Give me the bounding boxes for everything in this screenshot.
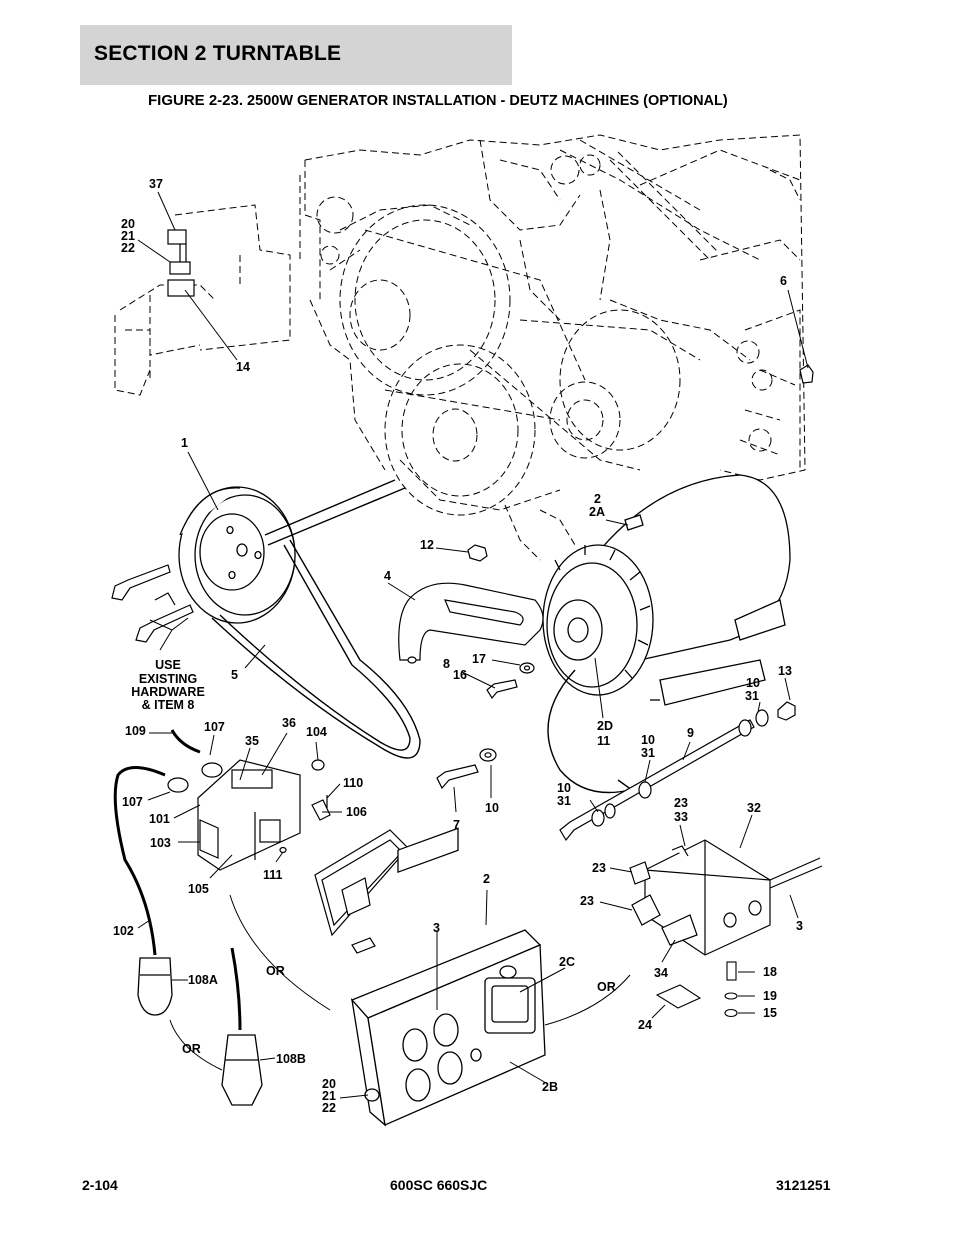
callout-6: 6 <box>780 274 787 288</box>
figure-title: 2500W GENERATOR INSTALLATION - DEUTZ MAC… <box>243 93 728 109</box>
cables <box>113 729 242 1031</box>
drive-belt <box>211 479 421 759</box>
callout-111: 111 <box>263 868 283 882</box>
adjusting-bracket <box>398 582 544 664</box>
callout-10: 10 <box>746 676 760 690</box>
frame-mount-detail <box>114 204 291 396</box>
callout-5: 5 <box>231 668 238 682</box>
note-use: USE <box>155 658 181 672</box>
callout-14: 14 <box>236 360 250 374</box>
callout-10-mid: 10 <box>641 733 655 747</box>
callout-109: 109 <box>125 724 146 738</box>
alternative-arcs <box>169 894 631 1071</box>
control-box-cover <box>314 829 409 954</box>
callout-34: 34 <box>654 966 668 980</box>
callout-13: 13 <box>778 664 792 678</box>
callout-103: 103 <box>150 836 171 850</box>
callout-21: 21 <box>121 229 135 243</box>
callout-2: 2 <box>594 492 601 506</box>
callout-21-panel: 21 <box>322 1089 336 1103</box>
callout-31: 31 <box>745 689 759 703</box>
callout-108B: 108B <box>276 1052 306 1066</box>
bracket-hardware <box>486 662 535 700</box>
callout-10-left: 10 <box>557 781 571 795</box>
nut-12 <box>467 544 488 562</box>
callout-20: 20 <box>121 217 135 231</box>
callout-12: 12 <box>420 538 434 552</box>
callout-36: 36 <box>282 716 296 730</box>
receptacle-panel <box>350 827 546 1127</box>
bolt-7-washer <box>436 748 497 790</box>
callout-101: 101 <box>149 812 170 826</box>
junction-box <box>629 839 823 956</box>
callout-3-panel: 3 <box>433 921 440 935</box>
callout-2-panel: 2 <box>483 872 490 886</box>
callout-18: 18 <box>763 965 777 979</box>
pulley-bolts <box>111 564 194 643</box>
control-box <box>167 759 331 871</box>
label-or-left: OR <box>266 964 285 978</box>
callout-9: 9 <box>687 726 694 740</box>
callout-4: 4 <box>384 569 391 583</box>
callout-107-top: 107 <box>204 720 225 734</box>
callout-2B: 2B <box>542 1080 558 1094</box>
callout-106: 106 <box>346 805 367 819</box>
note-item-8: & ITEM 8 <box>142 698 195 712</box>
fuse-holder <box>167 229 195 297</box>
callout-17: 17 <box>472 652 486 666</box>
callout-2D: 2D <box>597 719 613 733</box>
callout-20-panel: 20 <box>322 1077 336 1091</box>
note-hardware: HARDWARE <box>131 685 205 699</box>
callout-23-mid: 23 <box>592 861 606 875</box>
model-numbers: 600SC 660SJC <box>390 1177 488 1193</box>
callout-15: 15 <box>763 1006 777 1020</box>
callout-31-left: 31 <box>557 794 571 808</box>
callout-23-low: 23 <box>580 894 594 908</box>
callout-33: 33 <box>674 810 688 824</box>
callout-105: 105 <box>188 882 209 896</box>
callout-37: 37 <box>149 177 163 191</box>
callout-35: 35 <box>245 734 259 748</box>
callout-24: 24 <box>638 1018 652 1032</box>
leader-lines <box>137 191 809 1099</box>
callout-19: 19 <box>763 989 777 1003</box>
callout-16: 16 <box>453 668 467 682</box>
callout-7: 7 <box>453 818 460 832</box>
section-title: SECTION 2 TURNTABLE <box>94 42 342 65</box>
callout-labels: 37 20 21 22 14 6 1 2 2A 12 4 5 USE EXIST… <box>113 177 803 1115</box>
callout-3-right: 3 <box>796 919 803 933</box>
section-banner: SECTION 2 TURNTABLE <box>80 25 512 85</box>
note-existing: EXISTING <box>139 672 197 686</box>
junction-hardware <box>655 961 738 1018</box>
label-or-right: OR <box>597 980 616 994</box>
callout-22-panel: 22 <box>322 1101 336 1115</box>
long-bolt-9 <box>559 364 814 842</box>
callout-104: 104 <box>306 725 327 739</box>
callout-31-mid: 31 <box>641 746 655 760</box>
figure-number: FIGURE 2-23. <box>148 92 244 109</box>
manual-number: 3121251 <box>776 1177 831 1193</box>
callout-11: 11 <box>597 734 610 748</box>
callout-22: 22 <box>121 241 135 255</box>
figure-caption: FIGURE 2-23. 2500W GENERATOR INSTALLATIO… <box>148 92 728 109</box>
cord-connectors <box>137 957 263 1106</box>
callout-1: 1 <box>181 436 188 450</box>
callout-8: 8 <box>443 657 450 671</box>
crankshaft-pulley <box>178 486 296 624</box>
engine-pulleys-phantom <box>339 204 701 516</box>
callout-108A: 108A <box>188 973 218 987</box>
generator <box>542 474 791 706</box>
callout-23-top: 23 <box>674 796 688 810</box>
page-number: 2-104 <box>82 1177 118 1193</box>
callout-102: 102 <box>113 924 134 938</box>
engine-block-phantom <box>299 134 806 561</box>
callout-107: 107 <box>122 795 143 809</box>
callout-2C: 2C <box>559 955 575 969</box>
callout-32: 32 <box>747 801 761 815</box>
callout-110: 110 <box>343 776 363 790</box>
callout-2A: 2A <box>589 505 605 519</box>
callout-10-lower: 10 <box>485 801 499 815</box>
label-or-bottom: OR <box>182 1042 201 1056</box>
